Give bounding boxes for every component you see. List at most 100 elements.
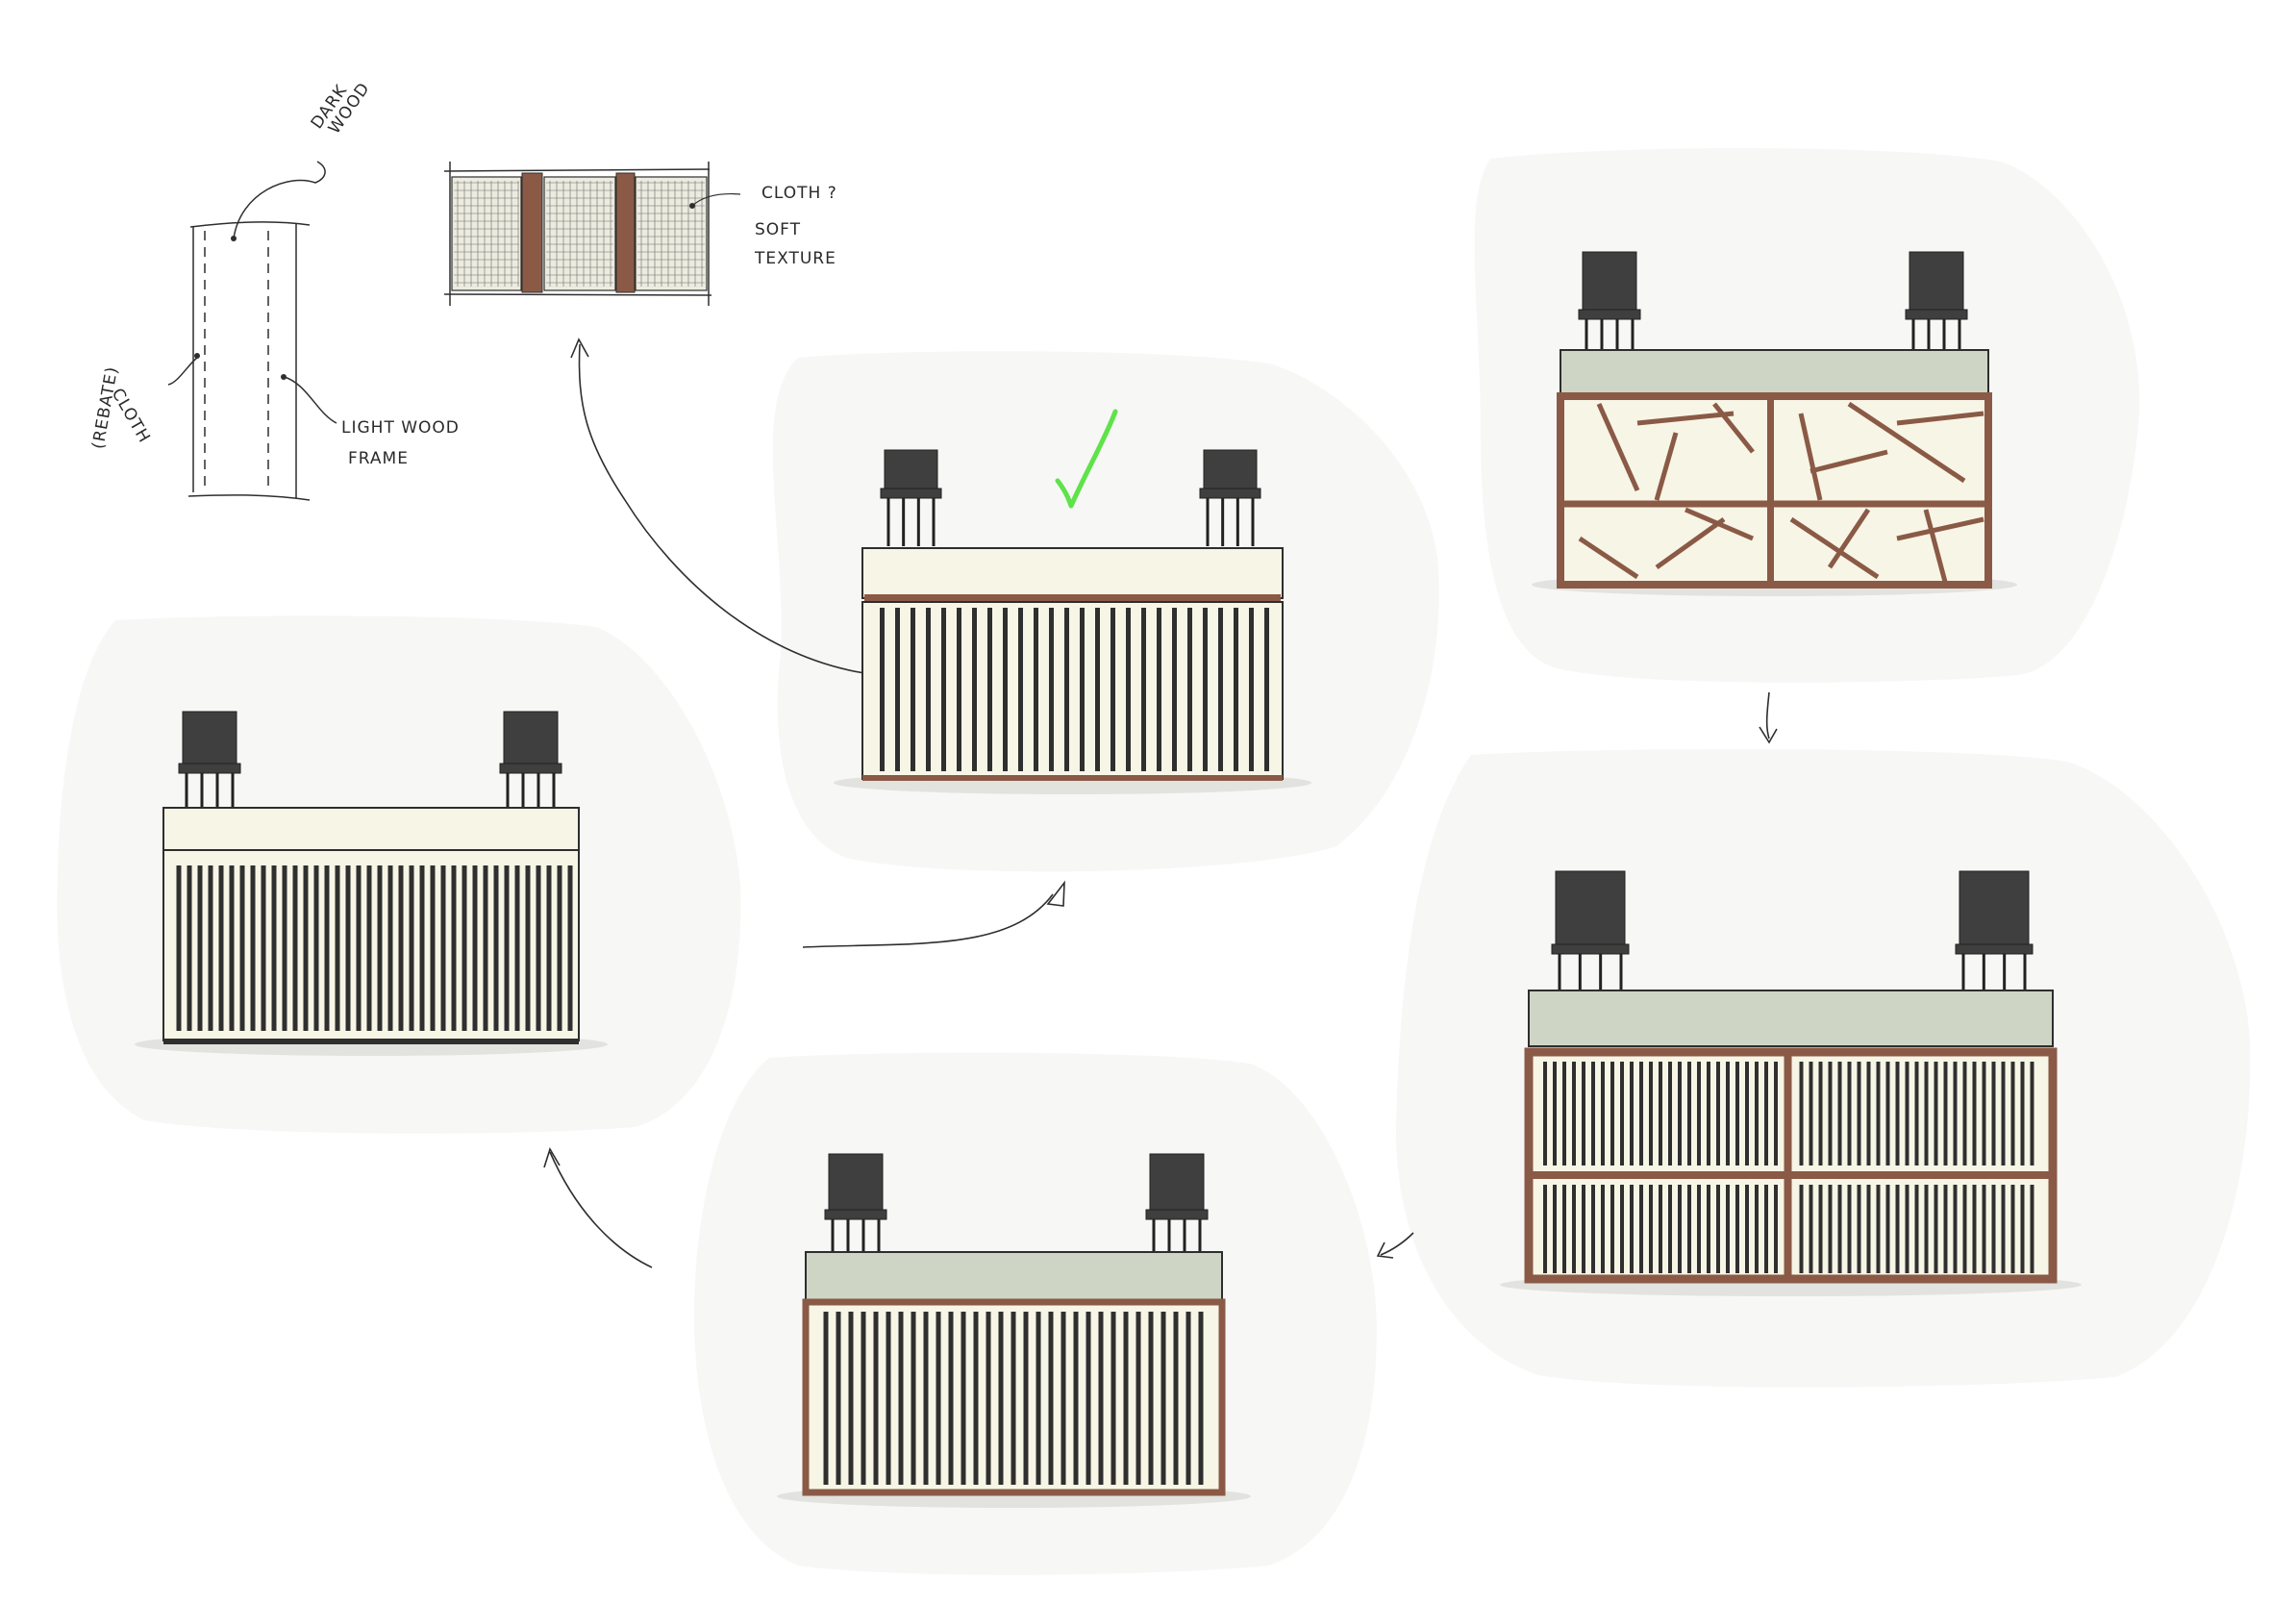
slat bbox=[1234, 608, 1238, 771]
slat bbox=[282, 865, 287, 1031]
slat bbox=[387, 865, 393, 1031]
crazy-paving-joint bbox=[1809, 449, 1888, 474]
crazy-paving-joint bbox=[1596, 402, 1640, 492]
slat bbox=[1857, 1062, 1861, 1165]
slat bbox=[1610, 1062, 1614, 1165]
slat bbox=[873, 1312, 879, 1485]
slat bbox=[1774, 1062, 1778, 1165]
slat bbox=[1023, 1312, 1029, 1485]
slat bbox=[1687, 1185, 1691, 1273]
slat bbox=[419, 865, 425, 1031]
crazy-paving-joint bbox=[1827, 508, 1871, 569]
chair-back bbox=[1959, 870, 2030, 945]
slat bbox=[2020, 1062, 2025, 1165]
slat bbox=[1755, 1185, 1759, 1273]
chair-back bbox=[1203, 449, 1258, 489]
note-soft-line2: TEXTURE bbox=[754, 249, 836, 268]
slat bbox=[1697, 1062, 1701, 1165]
slat bbox=[1659, 1185, 1662, 1273]
slat bbox=[1876, 1185, 1881, 1273]
dot-light-wood bbox=[281, 374, 287, 380]
arrowhead-material bbox=[570, 338, 589, 359]
slat bbox=[345, 865, 351, 1031]
slat bbox=[1011, 1312, 1016, 1485]
slat bbox=[880, 608, 885, 771]
slat bbox=[1866, 1062, 1871, 1165]
slat bbox=[303, 865, 309, 1031]
slat bbox=[1953, 1185, 1958, 1273]
fabric-divider-1 bbox=[521, 172, 543, 293]
fabric-panel-1 bbox=[451, 176, 522, 291]
slat bbox=[1991, 1185, 1996, 1273]
slat bbox=[1264, 608, 1269, 771]
arrowhead-dense-to-selected bbox=[1046, 880, 1065, 907]
slat bbox=[1136, 1312, 1141, 1485]
slat bbox=[1799, 1062, 1804, 1165]
slat bbox=[1943, 1185, 1948, 1273]
slat bbox=[861, 1312, 866, 1485]
slat bbox=[1148, 1312, 1154, 1485]
note-soft-line1: SOFT bbox=[755, 220, 801, 239]
slat bbox=[261, 865, 266, 1031]
slat bbox=[848, 1312, 854, 1485]
slat bbox=[1034, 608, 1038, 771]
slat bbox=[1934, 1062, 1938, 1165]
chair-seat bbox=[499, 763, 562, 774]
desk-body bbox=[861, 601, 1284, 780]
slat bbox=[2030, 1185, 2034, 1273]
fabric-divider-2 bbox=[615, 172, 636, 293]
slat bbox=[398, 865, 404, 1031]
slat bbox=[1630, 1062, 1634, 1165]
slat bbox=[836, 1312, 841, 1485]
slat bbox=[1203, 608, 1208, 771]
slat bbox=[1095, 608, 1100, 771]
check-mark-icon bbox=[1055, 409, 1118, 509]
slat bbox=[961, 1312, 966, 1485]
arrow-to-material bbox=[578, 343, 905, 678]
slat bbox=[1678, 1185, 1682, 1273]
slat bbox=[504, 865, 510, 1031]
slat bbox=[1716, 1062, 1720, 1165]
slat bbox=[1735, 1185, 1739, 1273]
slat bbox=[1991, 1062, 1996, 1165]
crazy-paving-joint bbox=[1655, 516, 1726, 570]
slat bbox=[525, 865, 531, 1031]
leader-cloth-q bbox=[691, 192, 741, 207]
slat bbox=[1857, 1185, 1861, 1273]
slat bbox=[1885, 1185, 1890, 1273]
slat bbox=[1962, 1062, 1967, 1165]
slat bbox=[1885, 1062, 1890, 1165]
chair-back bbox=[884, 449, 938, 489]
chair-back bbox=[1149, 1153, 1205, 1211]
slat bbox=[1924, 1062, 1929, 1165]
slat bbox=[1126, 608, 1131, 771]
slat bbox=[1064, 608, 1069, 771]
slat bbox=[1141, 608, 1146, 771]
slat bbox=[1678, 1062, 1682, 1165]
slat bbox=[1837, 1185, 1842, 1273]
slat bbox=[1914, 1062, 1919, 1165]
chair-seat bbox=[178, 763, 241, 774]
slat bbox=[1553, 1185, 1557, 1273]
slat bbox=[1591, 1062, 1595, 1165]
slat bbox=[1157, 608, 1161, 771]
desk-top bbox=[861, 547, 1284, 599]
slat bbox=[1620, 1185, 1624, 1273]
slat bbox=[1111, 608, 1115, 771]
slat bbox=[1048, 1312, 1054, 1485]
slat bbox=[1073, 1312, 1079, 1485]
slat bbox=[557, 865, 562, 1031]
slat bbox=[2001, 1062, 2006, 1165]
slat bbox=[546, 865, 552, 1031]
slat bbox=[998, 1312, 1004, 1485]
slat bbox=[1745, 1185, 1749, 1273]
desk-base bbox=[862, 775, 1283, 781]
slat bbox=[2001, 1185, 2006, 1273]
leader-cloth bbox=[167, 357, 198, 386]
slat bbox=[1003, 608, 1008, 771]
slat bbox=[1173, 1312, 1179, 1485]
slat bbox=[895, 608, 900, 771]
chair-seat bbox=[824, 1209, 887, 1220]
slat bbox=[1809, 1062, 1813, 1165]
desk-top-band bbox=[864, 594, 1281, 602]
